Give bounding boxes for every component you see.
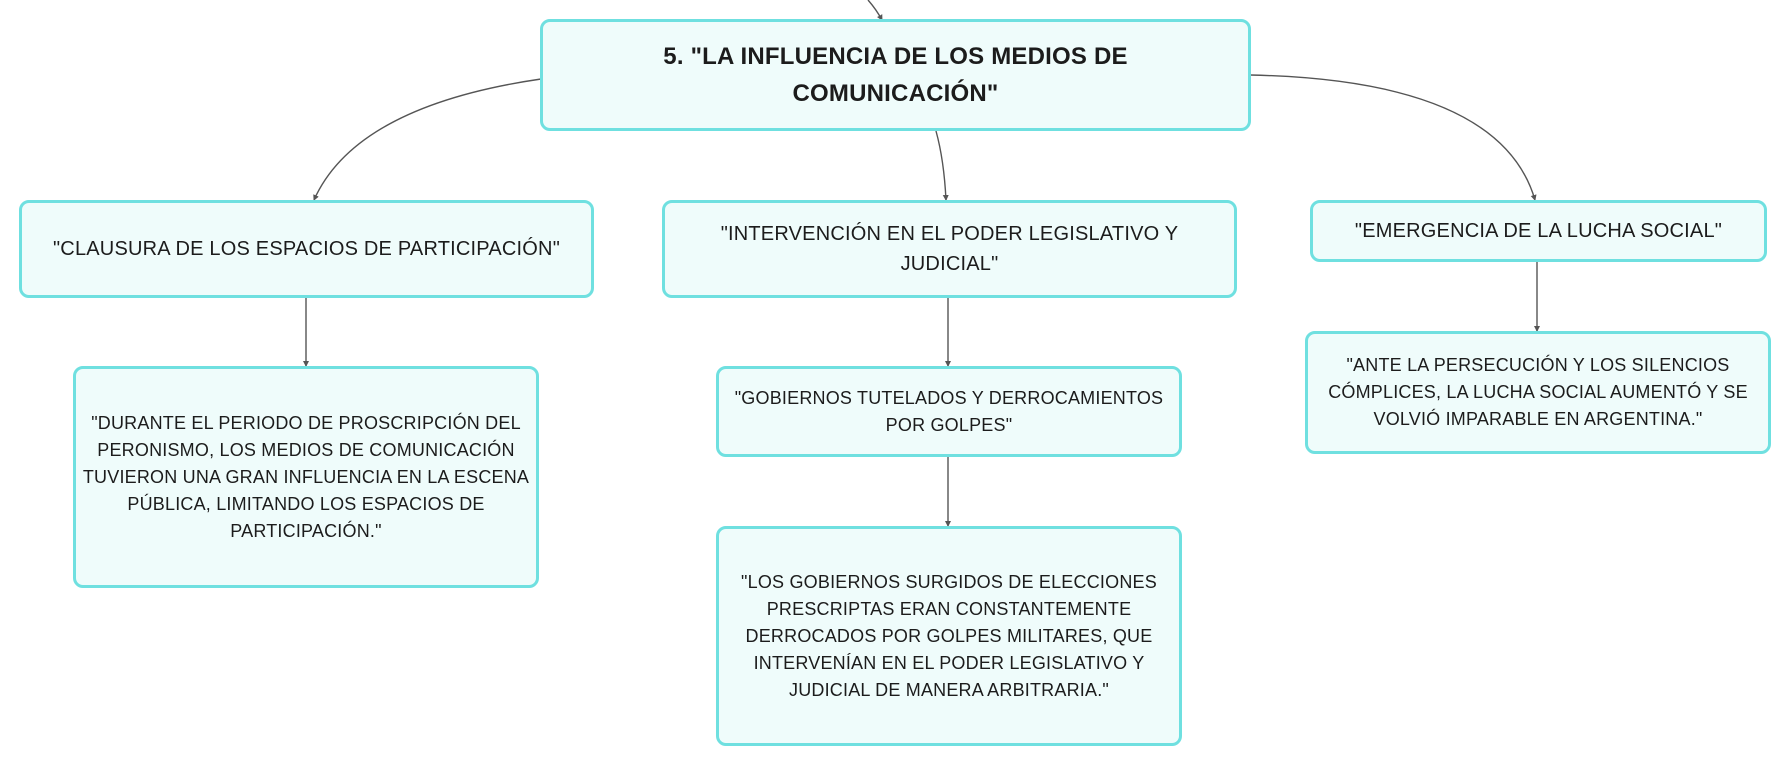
branch-topic-intervencion[interactable]: "INTERVENCIÓN EN EL PODER LEGISLATIVO Y … xyxy=(662,200,1237,298)
subtopic-text: "ANTE LA PERSECUCIÓN Y LOS SILENCIOS CÓM… xyxy=(1328,355,1748,429)
subtopic-gobiernos-tutelados[interactable]: "GOBIERNOS TUTELADOS Y DERROCAMIENTOS PO… xyxy=(716,366,1182,457)
subtopic-persecucion[interactable]: "ANTE LA PERSECUCIÓN Y LOS SILENCIOS CÓM… xyxy=(1305,331,1771,454)
subtopic-proscripcion[interactable]: "DURANTE EL PERIODO DE PROSCRIPCIÓN DEL … xyxy=(73,366,539,588)
connector-root-to-branch-3 xyxy=(1249,74,1537,201)
branch-topic-text: "INTERVENCIÓN EN EL PODER LEGISLATIVO Y … xyxy=(720,223,1179,275)
subtopic-text: "LOS GOBIERNOS SURGIDOS DE ELECCIONES PR… xyxy=(741,571,1157,700)
subtopic-gobiernos-surgidos[interactable]: "LOS GOBIERNOS SURGIDOS DE ELECCIONES PR… xyxy=(716,526,1182,746)
subtopic-text: "DURANTE EL PERIODO DE PROSCRIPCIÓN DEL … xyxy=(82,412,530,541)
subtopic-text: "GOBIERNOS TUTELADOS Y DERROCAMIENTOS PO… xyxy=(734,387,1164,435)
branch-topic-emergencia[interactable]: "EMERGENCIA DE LA LUCHA SOCIAL" xyxy=(1310,200,1767,262)
root-topic-text: 5. "LA INFLUENCIA DE LOS MEDIOS DE COMUN… xyxy=(663,43,1128,107)
branch-topic-text: "CLAUSURA DE LOS ESPACIOS DE PARTICIPACI… xyxy=(53,238,560,260)
branch-topic-clausura[interactable]: "CLAUSURA DE LOS ESPACIOS DE PARTICIPACI… xyxy=(19,200,594,298)
root-topic[interactable]: 5. "LA INFLUENCIA DE LOS MEDIOS DE COMUN… xyxy=(540,19,1251,131)
connector-incoming-root xyxy=(867,0,883,21)
connector-root-to-branch-1 xyxy=(313,78,542,201)
connector-root-to-branch-2 xyxy=(935,130,949,201)
branch-topic-text: "EMERGENCIA DE LA LUCHA SOCIAL" xyxy=(1354,220,1723,242)
